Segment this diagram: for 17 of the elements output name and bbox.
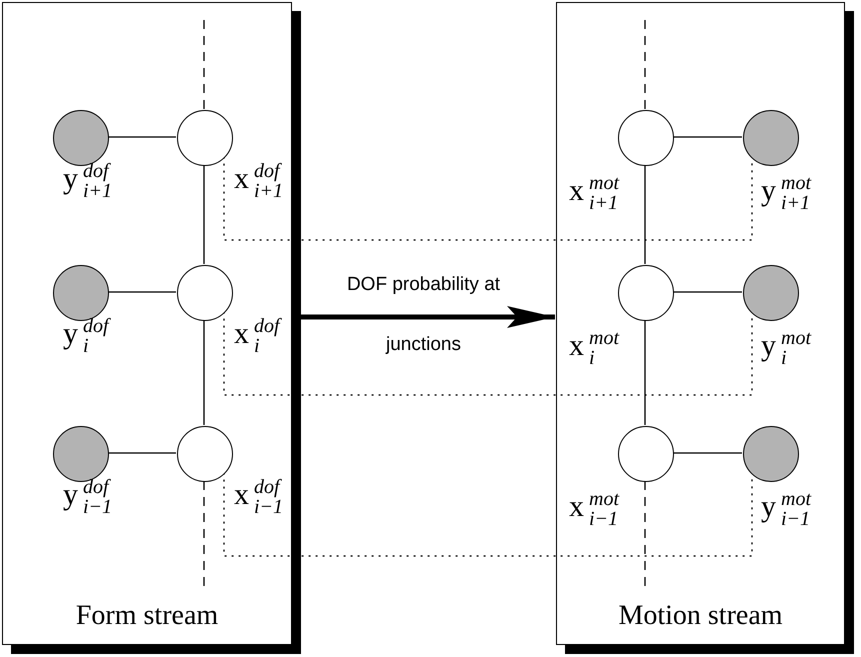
connector-line: [673, 452, 742, 454]
connector-line: [203, 165, 205, 264]
dashed-line: [203, 20, 205, 109]
panel-title: Form stream: [74, 600, 220, 632]
connector-line: [673, 291, 742, 293]
connector-line: [108, 452, 176, 454]
dashed-line: [203, 481, 205, 588]
connector-line: [673, 136, 742, 138]
connector-line: [644, 320, 646, 425]
panel-title: Motion stream: [617, 600, 784, 632]
connector-line: [644, 165, 646, 264]
dashed-line: [644, 481, 646, 588]
connector-line: [108, 291, 176, 293]
connector-line: [203, 320, 205, 425]
connector-line: [108, 136, 176, 138]
dashed-line: [644, 20, 646, 109]
edge-label: DOF probability at junctions: [346, 273, 502, 357]
